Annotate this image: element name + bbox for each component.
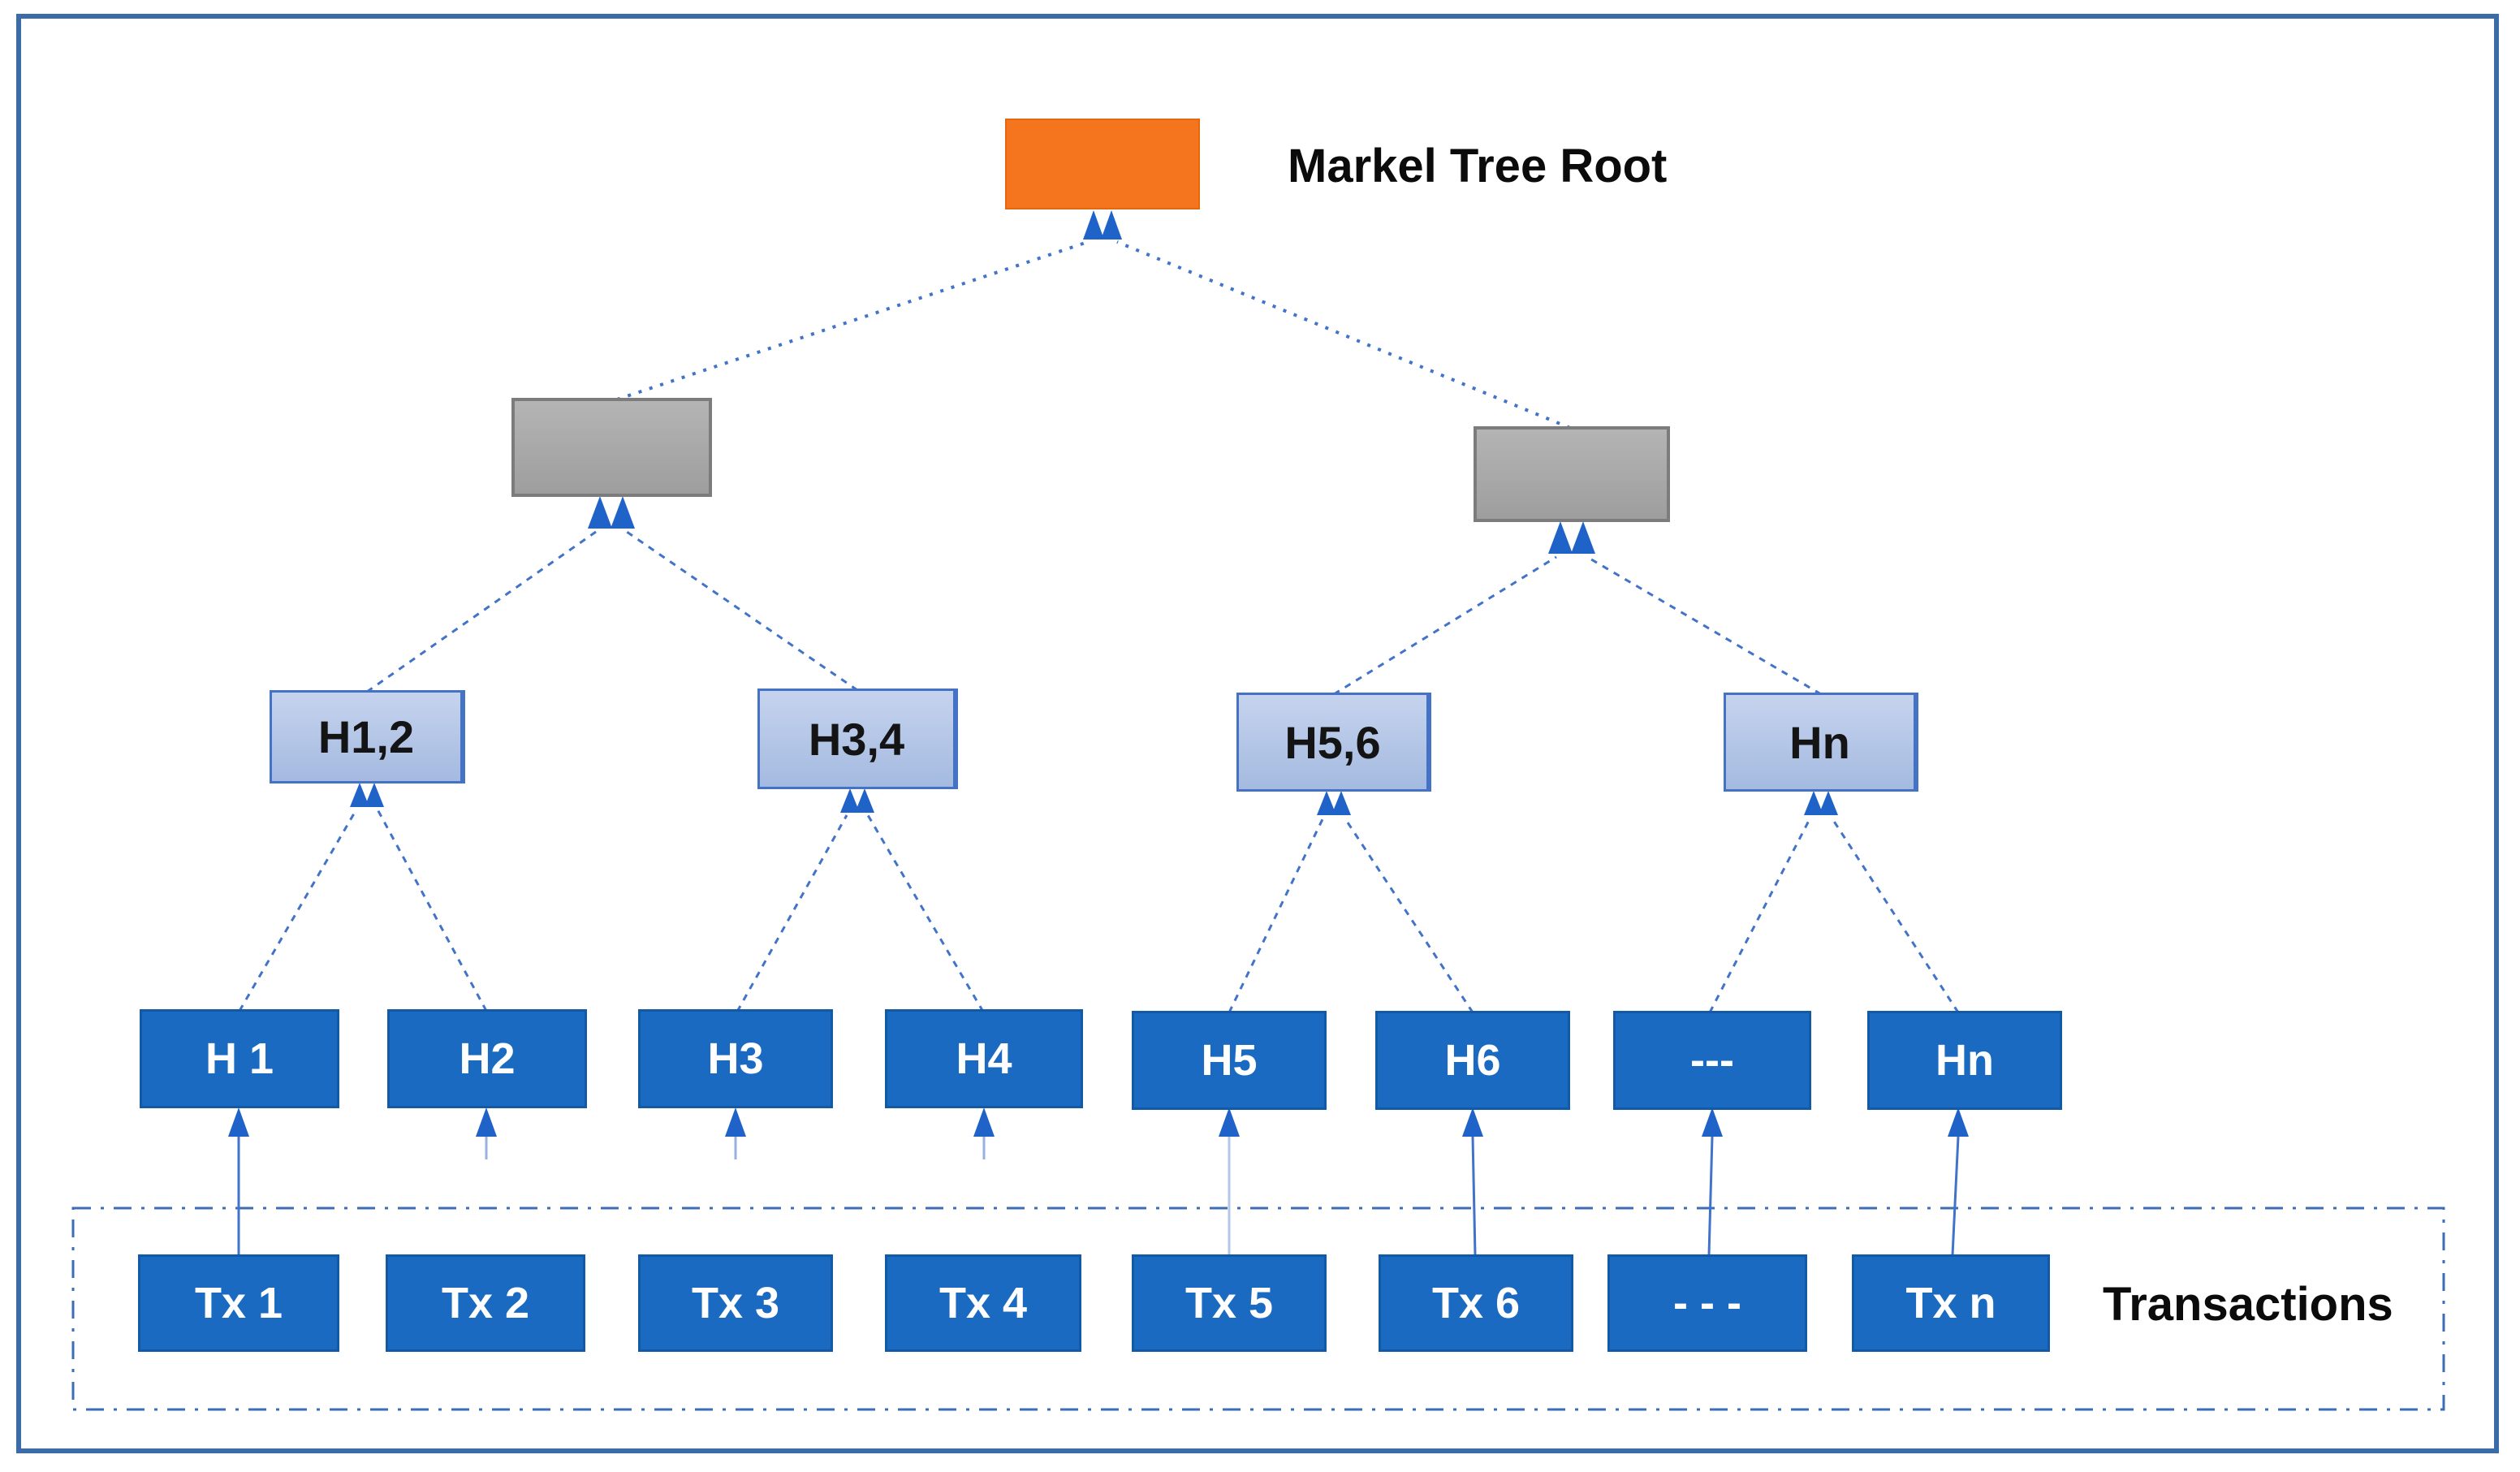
connector-h56-grayright — [1333, 521, 1573, 696]
connector-tx5-h5 — [1219, 1107, 1240, 1255]
tx-node-3: Tx 3 — [638, 1254, 833, 1352]
merkle-root-node — [1005, 119, 1200, 209]
connector-tx2-h2 — [476, 1107, 497, 1159]
intermediate-node-left — [511, 398, 712, 497]
connector-hn-grayright — [1571, 521, 1822, 696]
connector-h1-h12 — [238, 783, 369, 1012]
connector-h5-h56 — [1228, 791, 1336, 1013]
pair-hash-h34: H3,4 — [757, 689, 958, 789]
leaf-hash-hn: Hn — [1867, 1011, 2062, 1110]
diagram-outer-frame — [16, 14, 2499, 1453]
connector-h6-h56 — [1331, 791, 1474, 1013]
intermediate-node-right — [1474, 426, 1670, 522]
tx-node-n: Tx n — [1852, 1254, 2050, 1352]
leaf-hash-h5: H5 — [1132, 1011, 1327, 1110]
leaf-hash-h1: H 1 — [140, 1009, 339, 1108]
connector-hdots-hn — [1708, 791, 1823, 1013]
connector-tx1-h1 — [228, 1107, 249, 1255]
tx-node-6: Tx 6 — [1379, 1254, 1573, 1352]
tx-node-4: Tx 4 — [885, 1254, 1081, 1352]
connector-h34-grayleft — [611, 496, 858, 692]
pair-hash-h12: H1,2 — [270, 690, 465, 783]
tx-node-5: Tx 5 — [1132, 1254, 1327, 1352]
tx-node-1: Tx 1 — [138, 1254, 339, 1352]
connector-h12-grayleft — [366, 496, 612, 693]
pair-hash-h56: H5,6 — [1236, 693, 1431, 792]
connector-h3-h34 — [736, 788, 860, 1012]
connector-tx3-h3 — [725, 1107, 746, 1159]
tx-node-2: Tx 2 — [386, 1254, 585, 1352]
transactions-label: Transactions — [2103, 1277, 2393, 1331]
connector-h4-h34 — [855, 788, 985, 1012]
connector-txn-hn — [1948, 1107, 1969, 1256]
connector-tx4-h4 — [973, 1107, 995, 1159]
transactions-group-border — [71, 1207, 2445, 1411]
merkle-root-label: Markel Tree Root — [1288, 139, 1668, 192]
connector-grayleft-root — [616, 210, 1104, 401]
connector-grayright-root — [1101, 210, 1571, 430]
leaf-hash-h3: H3 — [638, 1009, 833, 1108]
connector-h2-h12 — [365, 783, 488, 1012]
connector-hnleaf-hn — [1819, 791, 1960, 1013]
leaf-hash-h6: H6 — [1375, 1011, 1570, 1110]
connector-txdots-hdots — [1702, 1107, 1723, 1256]
tx-node-ellipsis: - - - — [1607, 1254, 1807, 1352]
leaf-hash-ellipsis: --- — [1613, 1011, 1811, 1110]
pair-hash-hn: Hn — [1724, 693, 1918, 792]
leaf-hash-h4: H4 — [885, 1009, 1083, 1108]
leaf-hash-h2: H2 — [387, 1009, 587, 1108]
connector-tx6-h6 — [1462, 1107, 1483, 1256]
